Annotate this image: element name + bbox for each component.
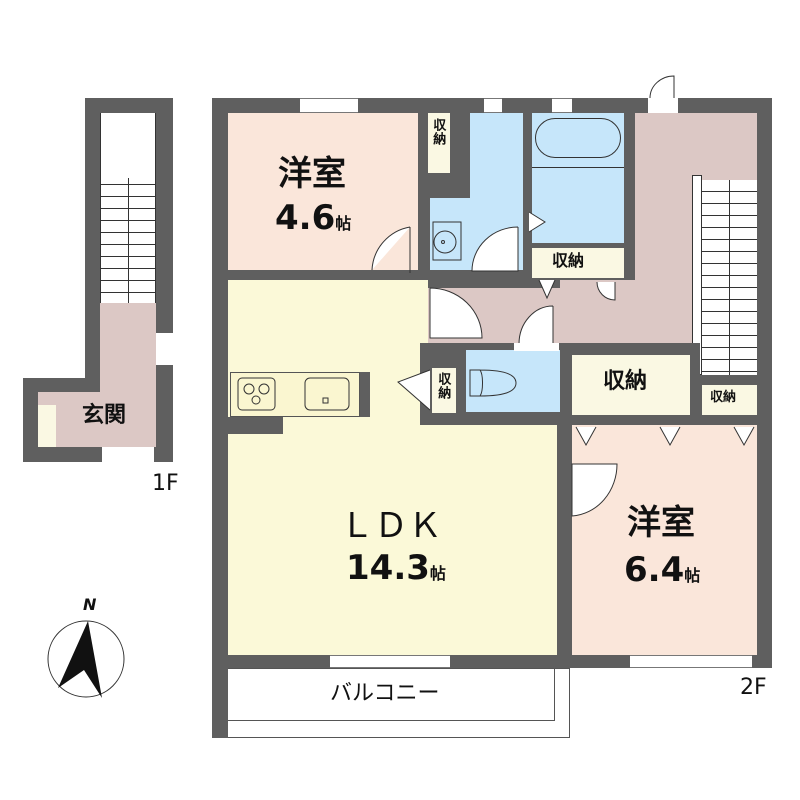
door-closet-toilet[interactable] — [396, 368, 432, 412]
door-washroom[interactable] — [470, 225, 520, 273]
door-western-room-2[interactable] — [557, 462, 619, 518]
2f-stairs-center — [729, 180, 730, 375]
entrance-door[interactable] — [102, 447, 154, 462]
1f-side-door[interactable] — [156, 333, 173, 365]
door-closet-bath-2[interactable] — [595, 280, 619, 302]
entrance-shoe-closet — [38, 405, 56, 447]
floor-1f-label: 1F — [152, 471, 179, 496]
door-toilet[interactable] — [517, 304, 557, 346]
kitchen-wall — [228, 417, 283, 434]
closet-large[interactable] — [572, 355, 690, 415]
western-room-2-size: 6.4帖 — [624, 550, 701, 590]
stove-icon — [237, 377, 276, 411]
window-bath[interactable] — [552, 98, 572, 113]
kitchen-end-wall — [360, 372, 370, 417]
balcony-inner — [228, 668, 555, 721]
1f-stairs-center-line — [128, 178, 129, 303]
door-hall-left[interactable] — [428, 286, 484, 340]
kitchen-sink-icon — [304, 377, 350, 411]
window-washroom[interactable] — [484, 98, 502, 113]
western-room-2 — [572, 425, 757, 655]
window-room1[interactable] — [300, 98, 358, 113]
toilet-icon — [469, 369, 517, 397]
door-room1[interactable] — [370, 225, 420, 275]
sink-icon — [432, 221, 462, 261]
1f-hall — [100, 303, 156, 393]
toilet-room — [466, 350, 560, 412]
balcony-label: バルコニー — [330, 681, 440, 706]
bathtub-edge — [532, 167, 624, 168]
closet-toilet-label: 収納 — [435, 372, 451, 400]
2f-hall-mid — [560, 280, 700, 343]
floor-2f-label: 2F — [740, 675, 767, 700]
balcony-door-top[interactable] — [648, 98, 678, 113]
door-top-arc — [649, 75, 675, 99]
compass-icon — [47, 620, 125, 698]
ldk-name: ＬＤＫ — [340, 506, 442, 546]
western-room-2-name: 洋室 — [627, 503, 695, 543]
bathtub-icon — [535, 118, 621, 158]
window-ldk[interactable] — [330, 655, 450, 668]
closet-room1-box[interactable] — [428, 113, 450, 173]
entrance-floor — [38, 392, 156, 447]
balcony — [228, 668, 570, 738]
compass-n-label: N — [83, 595, 97, 614]
ldk-size: 14.3帖 — [346, 548, 446, 588]
window-western-room-2[interactable] — [630, 655, 752, 668]
closet-small-label: 収納 — [710, 390, 737, 405]
closet-room1-label-2: 収納 — [430, 118, 446, 146]
ldk-right — [420, 425, 557, 655]
door-bath[interactable] — [527, 210, 547, 234]
closet-large-label: 収納 — [603, 369, 648, 394]
western-room-1-name: 洋室 — [278, 154, 346, 194]
toilet-door-opening[interactable] — [514, 343, 559, 351]
closet-bath[interactable] — [532, 248, 624, 278]
western-room-1-size: 4.6帖 — [275, 198, 352, 238]
door-closet-large[interactable] — [572, 425, 762, 447]
entrance-label: 玄関 — [82, 403, 127, 428]
closet-bath-label: 収納 — [552, 251, 585, 270]
closet-small[interactable] — [702, 385, 757, 415]
balcony-wall — [212, 668, 228, 738]
closet-toilet[interactable] — [432, 368, 456, 413]
door-closet-bath[interactable] — [537, 278, 557, 300]
